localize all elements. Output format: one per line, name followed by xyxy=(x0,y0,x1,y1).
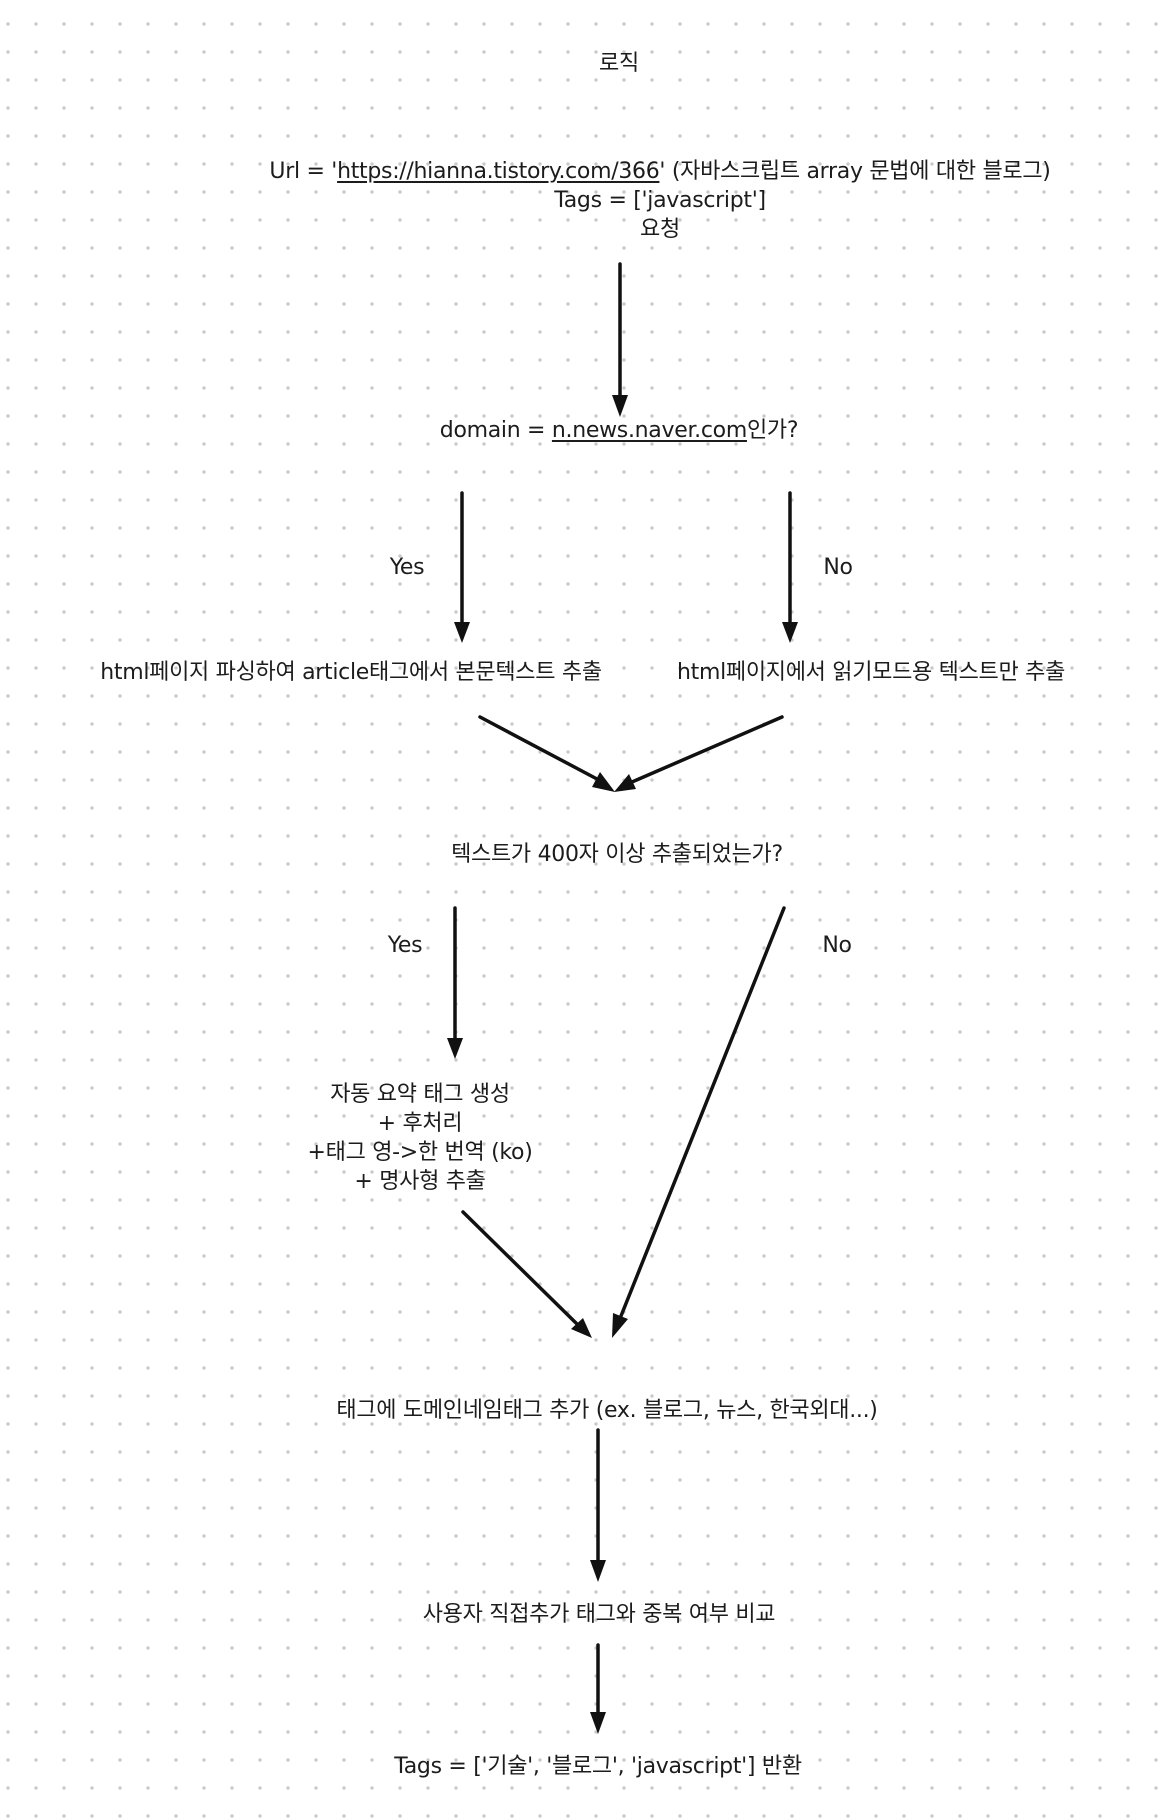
compare-node: 사용자 직접추가 태그와 중복 여부 비교 xyxy=(422,1602,776,1627)
reader-mode-extract-node: html페이지에서 읽기모드용 텍스트만 추출 xyxy=(676,660,1066,685)
result-node: Tags = ['기술', '블로그', 'javascript'] 반환 xyxy=(394,1754,802,1779)
url-suffix: ' (자바스크립트 array 문법에 대한 블로그) xyxy=(659,159,1051,184)
domain-check-node: domain = n.news.naver.com인가? xyxy=(439,416,799,445)
request-action: 요청 xyxy=(640,217,680,242)
domain-tag-node: 태그에 도메인네임태그 추가 (ex. 블로그, 뉴스, 한국외대...) xyxy=(336,1398,878,1423)
branch1-no-label: No xyxy=(823,555,853,580)
arrowhead xyxy=(447,1038,463,1059)
request-url-link[interactable]: https://hianna.tistory.com/366 xyxy=(337,159,660,184)
arrowhead xyxy=(590,1560,606,1582)
domain-suffix: 인가? xyxy=(746,418,799,443)
auto-tag-line: +태그 영->한 번역 (ko) xyxy=(307,1140,533,1165)
domain-check-line: domain = n.news.naver.com인가? xyxy=(439,416,799,445)
length-check-node: 텍스트가 400자 이상 추출되었는가? xyxy=(451,842,783,867)
arrowhead xyxy=(571,1318,592,1338)
arrowhead xyxy=(592,772,615,792)
arrowhead xyxy=(454,622,470,643)
request-url-line: Url = 'https://hianna.tistory.com/366' (… xyxy=(269,157,1050,186)
arrow-article-to-length xyxy=(478,715,599,781)
arrow-length-to-no xyxy=(619,906,786,1318)
arrowhead xyxy=(590,1712,606,1734)
url-prefix: Url = ' xyxy=(269,159,338,184)
arrowhead xyxy=(614,774,636,792)
domain-link[interactable]: n.news.naver.com xyxy=(551,418,747,443)
diagram-title: 로직 xyxy=(599,51,639,76)
branch1-yes-label: Yes xyxy=(389,555,425,580)
auto-tag-line: + 후처리 xyxy=(377,1111,463,1136)
auto-tag-line: + 명사형 추출 xyxy=(354,1169,486,1194)
auto-tag-node: 자동 요약 태그 생성 + 후처리 +태그 영->한 번역 (ko) + 명사형… xyxy=(307,1080,532,1196)
arrow-autotag-to-domaintag xyxy=(461,1210,579,1326)
article-extract-node: html페이지 파싱하여 article태그에서 본문텍스트 추출 xyxy=(100,660,602,685)
arrow-reader-to-length xyxy=(630,715,784,784)
arrowhead xyxy=(612,395,628,417)
request-node: Url = 'https://hianna.tistory.com/366' (… xyxy=(269,157,1050,244)
request-tags: Tags = ['javascript'] xyxy=(554,188,766,213)
arrowhead xyxy=(782,622,798,643)
domain-prefix: domain = xyxy=(439,418,552,443)
arrowhead xyxy=(612,1313,628,1338)
branch2-yes-label: Yes xyxy=(387,933,423,958)
auto-tag-line: 자동 요약 태그 생성 xyxy=(330,1082,510,1107)
branch2-no-label: No xyxy=(822,933,852,958)
